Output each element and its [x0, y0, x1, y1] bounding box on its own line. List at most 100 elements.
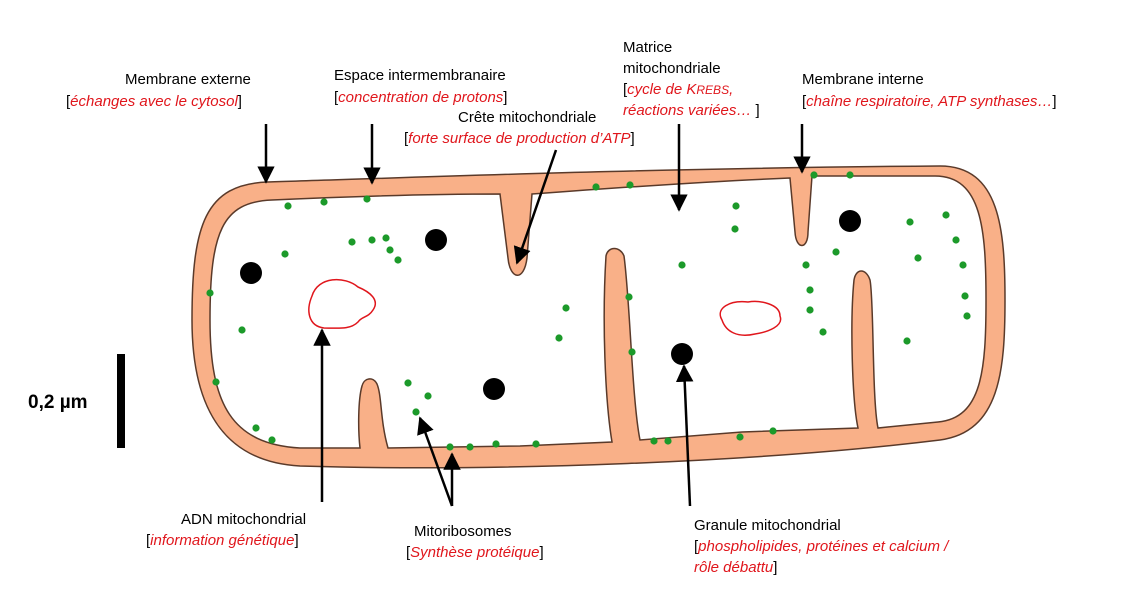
- mitoribosome: [446, 443, 454, 451]
- mitoribosome: [368, 236, 376, 244]
- ribosome-group: [206, 171, 971, 451]
- mitoribosome: [382, 234, 390, 242]
- mitoribosome: [731, 225, 739, 233]
- mitoribosome: [952, 236, 960, 244]
- mitoribosome: [650, 437, 658, 445]
- scale-bar: [117, 354, 125, 448]
- mitoribosome: [914, 254, 922, 262]
- title: Espace intermembranaire: [334, 67, 506, 84]
- mitoribosome: [562, 304, 570, 312]
- mitoribosome: [424, 392, 432, 400]
- label-matrice-role-1: [cycle de KREBS,: [623, 81, 734, 98]
- mitochondrial-dna: [308, 278, 377, 329]
- mitoribosome: [592, 183, 600, 191]
- role: Synthèse protéique: [410, 544, 540, 561]
- mitoribosome: [492, 440, 500, 448]
- label-membrane-externe-role: [échanges avec le cytosol]: [66, 93, 242, 110]
- mitoribosome: [963, 312, 971, 320]
- role: rôle débattu: [694, 559, 774, 576]
- label-granule-role-2: rôle débattu]: [694, 559, 778, 576]
- arrow-ribosome-1: [417, 416, 454, 507]
- granule: [240, 262, 262, 284]
- role: échanges avec le cytosol: [70, 93, 238, 110]
- mitoribosome: [903, 337, 911, 345]
- title: Membrane interne: [802, 71, 924, 88]
- mitoribosome: [802, 261, 810, 269]
- mitoribosome: [961, 292, 969, 300]
- mitoribosome: [532, 440, 540, 448]
- title: Crête mitochondriale: [458, 109, 597, 126]
- mitoribosome: [906, 218, 914, 226]
- mitoribosome: [555, 334, 563, 342]
- mitoribosome: [678, 261, 686, 269]
- mitoribosome: [363, 195, 371, 203]
- mitoribosome: [806, 306, 814, 314]
- mitoribosome: [625, 293, 633, 301]
- title: Mitoribosomes: [414, 523, 512, 540]
- mitoribosome: [320, 198, 328, 206]
- inner-membrane-matrix: [209, 175, 987, 449]
- label-granule-role-1: [phospholipides, protéines et calcium /: [694, 538, 949, 555]
- mitoribosome: [732, 202, 740, 210]
- role: réactions variées…: [623, 102, 752, 119]
- mitoribosome: [959, 261, 967, 269]
- title: Matrice: [623, 39, 673, 56]
- label-matrice-2: mitochondriale: [623, 59, 721, 79]
- mitoribosome: [281, 250, 289, 258]
- mitoribosome: [404, 379, 412, 387]
- granule: [483, 378, 505, 400]
- label-matrice: Matrice: [623, 38, 672, 58]
- mitoribosome: [394, 256, 402, 264]
- label-adn-role: [information génétique]: [146, 532, 299, 549]
- label-matrice-role-2: réactions variées… ]: [623, 102, 760, 119]
- mitoribosome: [212, 378, 220, 386]
- mitoribosome: [942, 211, 950, 219]
- role: information génétique: [150, 532, 295, 549]
- mitoribosome: [466, 443, 474, 451]
- mitoribosome: [412, 408, 420, 416]
- granule: [839, 210, 861, 232]
- mitoribosome: [626, 181, 634, 189]
- role: cycle de KREBS,: [627, 81, 734, 98]
- mitoribosome: [284, 202, 292, 210]
- mitoribosome: [736, 433, 744, 441]
- mitoribosome: [769, 427, 777, 435]
- arrow-crete: [513, 149, 558, 265]
- label-granule: Granule mitochondrial: [694, 516, 841, 536]
- label-membrane-externe: Membrane externe: [125, 70, 251, 90]
- mitoribosome: [810, 171, 818, 179]
- mitochondrial-dna: [719, 300, 782, 336]
- label-espace: Espace intermembranaire: [334, 66, 506, 86]
- mitoribosome: [664, 437, 672, 445]
- role: concentration de protons: [338, 89, 504, 106]
- label-adn: ADN mitochondrial: [181, 510, 306, 530]
- mitoribosome: [628, 348, 636, 356]
- role: chaîne respiratoire, ATP synthases…: [806, 93, 1053, 110]
- label-espace-role: [concentration de protons]: [334, 89, 508, 106]
- label-ribosomes-role: [Synthèse protéique]: [406, 544, 544, 561]
- title: Membrane externe: [125, 71, 251, 88]
- label-crete: Crête mitochondriale: [458, 108, 596, 128]
- title: ADN mitochondrial: [181, 511, 307, 528]
- mitoribosome: [268, 436, 276, 444]
- granule: [425, 229, 447, 251]
- granule: [671, 343, 693, 365]
- mitoribosome: [819, 328, 827, 336]
- mitoribosome: [252, 424, 260, 432]
- title: mitochondriale: [623, 60, 721, 77]
- mitoribosome: [832, 248, 840, 256]
- mitoribosome: [348, 238, 356, 246]
- title: Granule mitochondrial: [694, 517, 841, 534]
- label-membrane-interne-role: [chaîne respiratoire, ATP synthases…]: [802, 93, 1057, 110]
- mitoribosome: [238, 326, 246, 334]
- label-membrane-interne: Membrane interne: [802, 70, 924, 90]
- label-ribosomes: Mitoribosomes: [414, 522, 512, 542]
- scale-bar-label: 0,2 µm: [28, 392, 88, 413]
- role: phospholipides, protéines et calcium /: [698, 538, 949, 555]
- role: forte surface de production d’ATP: [408, 130, 631, 147]
- mitoribosome: [846, 171, 854, 179]
- label-crete-role: [forte surface de production d’ATP]: [404, 130, 635, 147]
- mitoribosome: [806, 286, 814, 294]
